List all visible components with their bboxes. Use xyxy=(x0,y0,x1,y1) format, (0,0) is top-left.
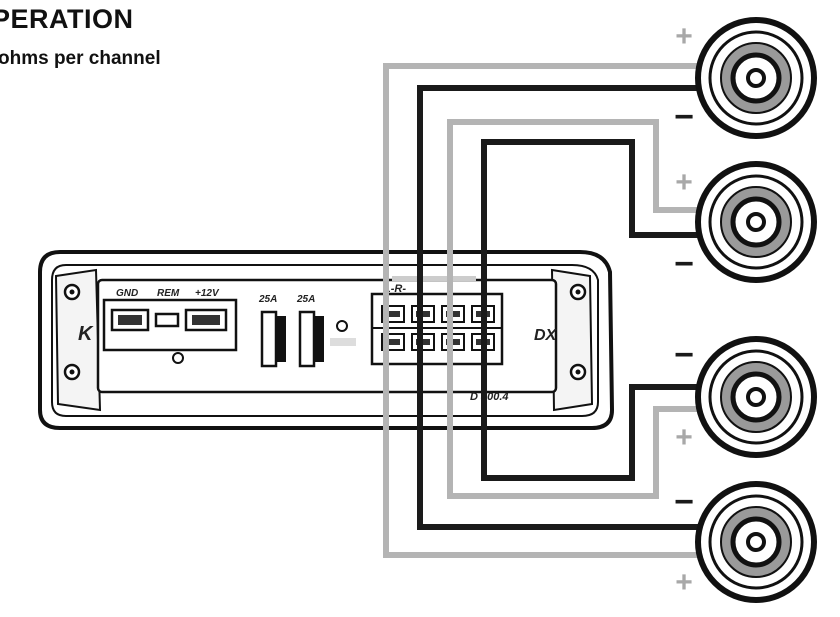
page-title: PERATION xyxy=(0,4,134,34)
speaker-4 xyxy=(695,481,817,603)
speaker-3-plus-sign: + xyxy=(675,421,693,454)
fuse-2 xyxy=(298,310,324,368)
brand-logo-right: DX xyxy=(534,327,558,344)
fuse-2-label: 25A xyxy=(296,294,315,305)
speaker-1-plus-sign: + xyxy=(675,20,693,53)
speaker-1-minus-sign: − xyxy=(674,98,694,136)
page-subtitle: ohms per channel xyxy=(0,48,161,69)
speaker-4-plus-sign: + xyxy=(675,566,693,599)
power-terminal-block xyxy=(102,298,238,352)
wire-neg-outer xyxy=(417,85,698,530)
speaker-4-minus-sign: − xyxy=(674,483,694,521)
positive-wires xyxy=(383,63,698,558)
speaker-1 xyxy=(695,17,817,139)
negative-wires xyxy=(417,85,698,530)
amplifier: K DX GND REM +12V 25A 25A xyxy=(38,250,615,430)
wire-pos-outer xyxy=(383,63,698,558)
speaker-3-minus-sign: − xyxy=(674,336,694,374)
plus12v-label: +12V xyxy=(195,288,220,299)
wire-neg-inner xyxy=(481,139,698,481)
speaker-block-label: L-R- xyxy=(384,283,406,295)
fuse-1 xyxy=(260,310,286,368)
speaker-2-minus-sign: − xyxy=(674,245,694,283)
speaker-2-plus-sign: + xyxy=(675,166,693,199)
model-label: D 400.4 xyxy=(470,391,509,403)
gnd-label: GND xyxy=(116,288,138,299)
fuse-1-label: 25A xyxy=(258,294,277,305)
brand-logo-left: K xyxy=(78,323,94,345)
indicator-led xyxy=(336,320,348,332)
speaker-3 xyxy=(695,336,817,458)
speaker-2 xyxy=(695,161,817,283)
indicator-text-mark xyxy=(330,338,356,346)
rem-label: REM xyxy=(157,288,180,299)
speaker-block-caption-mark xyxy=(392,276,476,281)
wire-pos-inner xyxy=(447,119,698,499)
